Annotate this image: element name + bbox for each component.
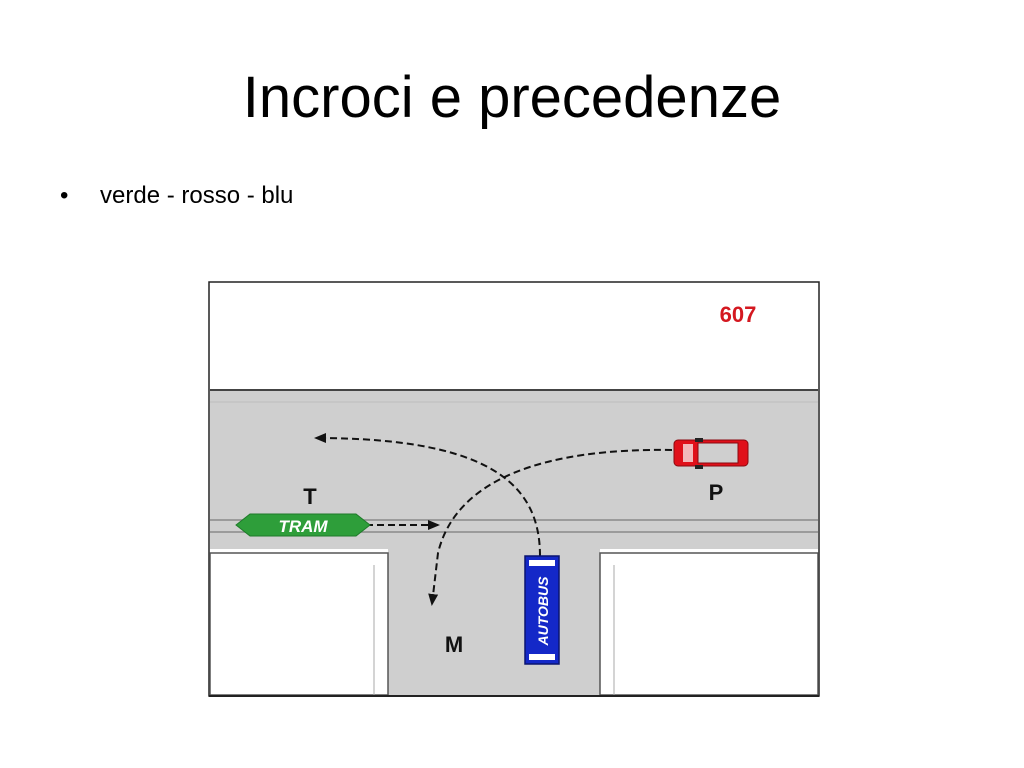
- car-windshield: [683, 444, 693, 462]
- bullet-text: verde - rosso - blu: [100, 182, 294, 209]
- bottom-left-block: [209, 552, 389, 696]
- bullet-list: • verde - rosso - blu: [56, 180, 293, 212]
- bullet-marker: •: [60, 182, 69, 209]
- bullet-item: • verde - rosso - blu: [56, 180, 293, 212]
- tram-vehicle: TRAM: [235, 513, 371, 537]
- bus-window-rear: [529, 654, 555, 660]
- intersection-svg: 607 TRAM T P: [208, 281, 820, 697]
- quiz-number: 607: [720, 302, 757, 327]
- intersection-diagram: 607 TRAM T P: [206, 278, 822, 702]
- car-path-arrow: [428, 448, 673, 606]
- bus-label: AUTOBUS: [535, 576, 551, 647]
- slide-title: Incroci e precedenze: [242, 65, 782, 130]
- bus-body: [524, 555, 560, 665]
- car-roof: [697, 442, 739, 464]
- bus-vehicle: AUTOBUS: [524, 555, 560, 665]
- tram-letter: T: [303, 484, 317, 509]
- top-sidewalk: [210, 283, 818, 390]
- tram-body: [235, 513, 371, 537]
- car-mirror-bottom: [695, 465, 703, 469]
- car-vehicle: [673, 438, 749, 469]
- car-letter: P: [709, 480, 724, 505]
- bus-window-front: [529, 560, 555, 566]
- bus-letter: M: [445, 632, 463, 657]
- bottom-right-block: [599, 552, 819, 696]
- side-road: [388, 549, 600, 695]
- car-mirror-top: [695, 438, 703, 442]
- bus-path-arrow: [314, 433, 541, 557]
- tram-label: TRAM: [278, 517, 328, 536]
